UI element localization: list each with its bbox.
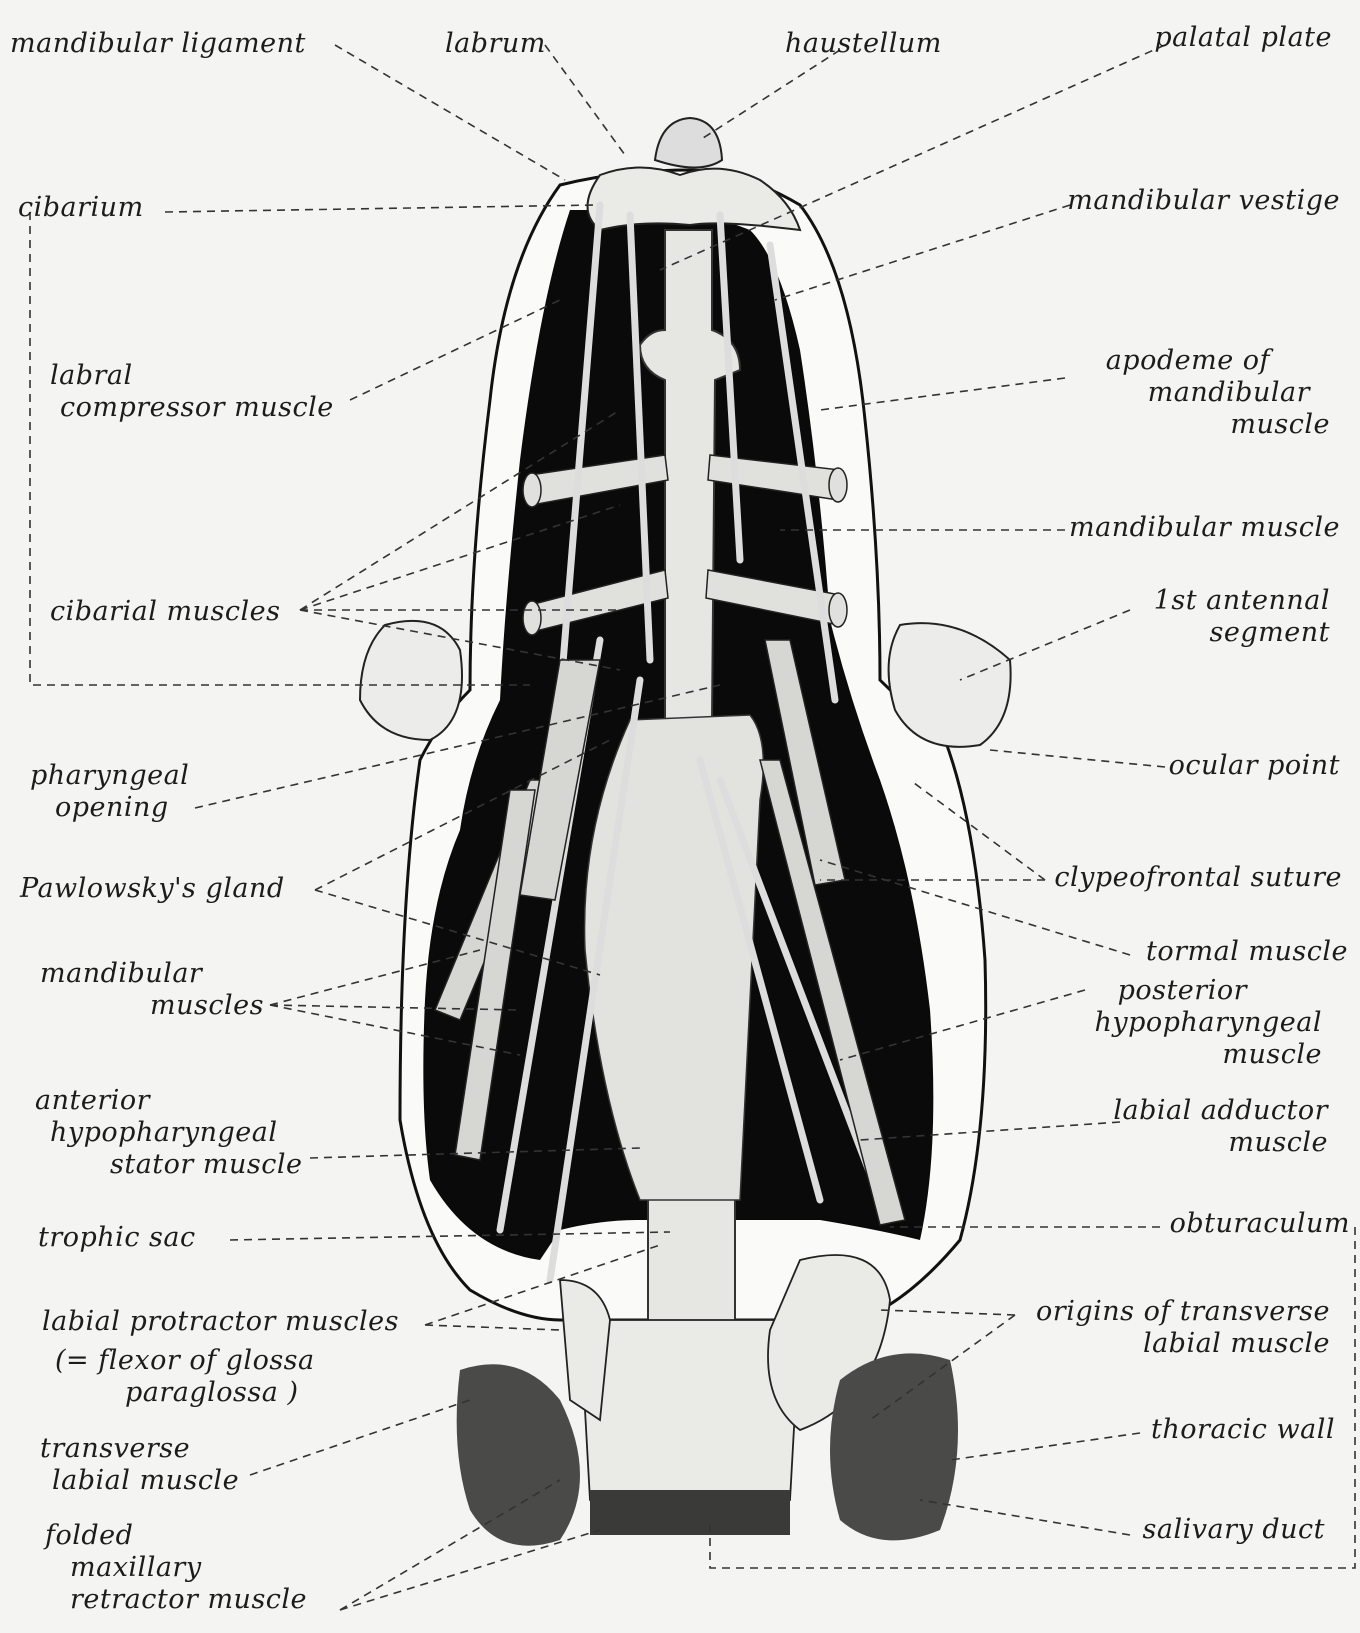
label-mandibular-muscle: mandibular muscle	[1069, 512, 1340, 544]
label-1st-antennal: 1st antennal segment	[1154, 585, 1330, 649]
label-thoracic-wall: thoracic wall	[1151, 1414, 1335, 1446]
label-anterior-hypopharyngeal: anterior hypopharyngeal stator muscle	[35, 1085, 302, 1181]
label-clypeofrontal: clypeofrontal suture	[1054, 862, 1342, 894]
haustellum-shape	[655, 118, 722, 168]
label-labrum: labrum	[445, 28, 546, 60]
label-haustellum: haustellum	[785, 28, 942, 60]
label-mandibular-ligament: mandibular ligament	[10, 28, 306, 60]
pharynx-bar	[590, 1490, 790, 1535]
label-labral-compressor: labral compressor muscle	[50, 360, 334, 424]
label-pharyngeal-opening: pharyngeal opening	[30, 760, 189, 824]
label-origins-transverse: origins of transverse labial muscle	[1036, 1296, 1330, 1360]
label-pawlowsky: Pawlowsky's gland	[20, 873, 285, 905]
label-obturaculum: obturaculum	[1170, 1208, 1350, 1240]
label-posterior-hypopharyngeal: posterior hypopharyngeal muscle	[1095, 975, 1323, 1071]
label-flexor-note: (= flexor of glossa paraglossa )	[55, 1345, 315, 1409]
label-apodeme: apodeme of mandibular muscle	[1106, 345, 1330, 441]
label-mandibular-vestige: mandibular vestige	[1067, 185, 1340, 217]
labrum-shape	[588, 168, 801, 231]
label-labial-protractor: labial protractor muscles	[42, 1306, 399, 1338]
label-folded-maxillary: folded maxillary retractor muscle	[45, 1520, 307, 1616]
label-ocular-point: ocular point	[1169, 750, 1340, 782]
label-cibarium: cibarium	[18, 192, 144, 224]
label-cibarial-muscles: cibarial muscles	[50, 596, 280, 628]
label-palatal-plate: palatal plate	[1154, 22, 1332, 54]
label-trophic-sac: trophic sac	[38, 1222, 196, 1254]
label-salivary-duct: salivary duct	[1143, 1514, 1325, 1546]
label-transverse-labial: transverse labial muscle	[40, 1433, 239, 1497]
label-labial-adductor: labial adductor muscle	[1113, 1095, 1328, 1159]
label-tormal: tormal muscle	[1146, 936, 1348, 968]
label-mandibular-muscles: mandibular muscles	[40, 958, 264, 1022]
